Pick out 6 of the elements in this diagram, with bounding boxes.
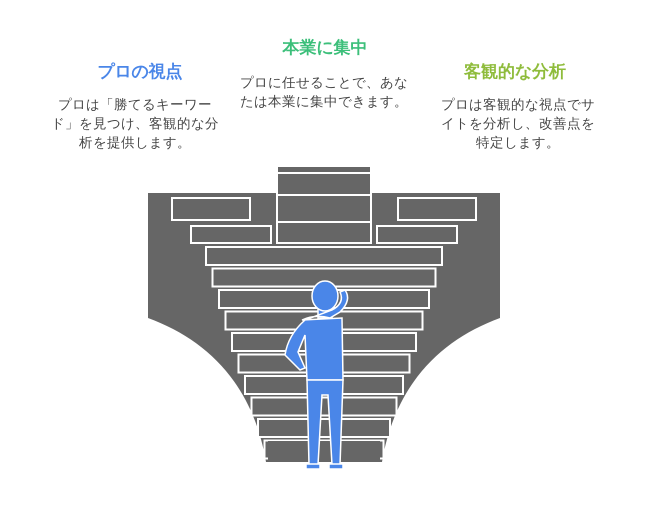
heading: 本業に集中 — [281, 37, 368, 60]
description: プロに任せることで、あなたは本業に集中できます。 — [239, 74, 409, 112]
heading: 客観的な分析 — [463, 61, 567, 84]
heading: プロの視点 — [96, 61, 184, 84]
description: プロは「勝てるキーワード」を見つけ、客観的な分析を提供します。 — [50, 96, 220, 153]
description: プロは客観的な視点でサイトを分析し、改善点を特定します。 — [440, 96, 596, 153]
